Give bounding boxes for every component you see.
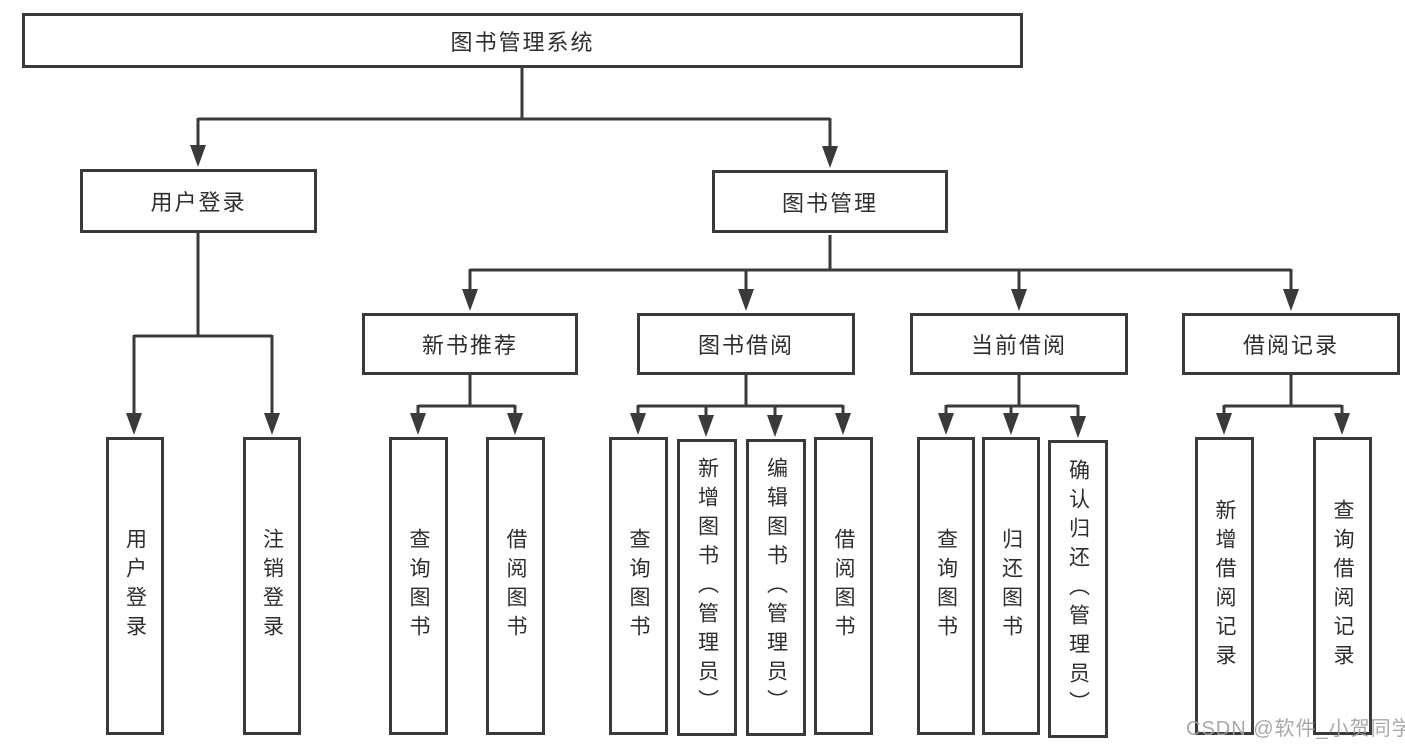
leaf-cb-return-books-label: 归还图书 bbox=[999, 528, 1023, 644]
arrow-to-borrow-records bbox=[1283, 289, 1299, 311]
connector-current-borrow-children bbox=[944, 375, 1080, 416]
arrow-to-user-login bbox=[190, 145, 206, 167]
connector-book-borrow-children bbox=[636, 375, 845, 416]
arrow-bb-leaf-1 bbox=[630, 413, 646, 435]
arrow-br-leaf-2 bbox=[1334, 413, 1350, 435]
leaf-nb-query-books-label: 查询图书 bbox=[407, 528, 430, 644]
leaf-user-login: 用户登录 bbox=[106, 437, 164, 735]
leaf-cb-query-books: 查询图书 bbox=[917, 437, 975, 735]
node-new-book-recommend: 新书推荐 bbox=[362, 313, 578, 375]
node-book-management-label: 图书管理 bbox=[781, 190, 878, 216]
leaf-br-add-record: 新增借阅记录 bbox=[1195, 437, 1254, 735]
arrow-bb-leaf-2 bbox=[698, 415, 714, 437]
arrow-to-current-borrow bbox=[1011, 289, 1027, 311]
connector-user-login-children bbox=[132, 233, 274, 416]
node-root-label: 图书管理系统 bbox=[450, 29, 595, 55]
leaf-bb-add-books-admin-label: 新增图书（管理员） bbox=[695, 457, 719, 718]
leaf-bb-borrow-books: 借阅图书 bbox=[814, 437, 873, 735]
leaf-cb-confirm-return-admin: 确认归还（管理员） bbox=[1048, 440, 1108, 738]
connector-root-to-level2 bbox=[196, 68, 832, 147]
arrow-cb-leaf-2 bbox=[1003, 413, 1019, 435]
leaf-bb-add-books-admin: 新增图书（管理员） bbox=[677, 439, 737, 736]
node-book-borrow-label: 图书借阅 bbox=[697, 333, 794, 358]
leaf-user-login-label: 用户登录 bbox=[123, 528, 147, 644]
node-user-login-label: 用户登录 bbox=[150, 190, 247, 215]
arrowheads bbox=[126, 145, 1350, 438]
arrow-to-book-borrow bbox=[738, 289, 754, 311]
node-borrow-records: 借阅记录 bbox=[1182, 313, 1400, 375]
arrow-to-leaf-user-login bbox=[126, 413, 142, 435]
node-current-borrow: 当前借阅 bbox=[910, 313, 1128, 375]
leaf-logout-label: 注销登录 bbox=[260, 528, 284, 644]
node-root: 图书管理系统 bbox=[22, 13, 1023, 68]
arrow-to-book-management bbox=[822, 146, 838, 168]
node-user-login: 用户登录 bbox=[80, 169, 317, 233]
leaf-cb-confirm-return-admin-label: 确认归还（管理员） bbox=[1066, 458, 1090, 720]
arrow-to-new-book-recommend bbox=[462, 289, 478, 311]
node-book-management: 图书管理 bbox=[712, 170, 948, 233]
leaf-bb-borrow-books-label: 借阅图书 bbox=[832, 528, 855, 644]
leaf-bb-edit-books-admin-label: 编辑图书（管理员） bbox=[764, 457, 788, 718]
leaf-nb-query-books: 查询图书 bbox=[389, 437, 448, 735]
leaf-logout: 注销登录 bbox=[243, 437, 301, 735]
leaf-nb-borrow-books: 借阅图书 bbox=[486, 437, 545, 735]
leaf-bb-query-books: 查询图书 bbox=[609, 437, 668, 735]
leaf-bb-query-books-label: 查询图书 bbox=[627, 528, 650, 644]
node-borrow-records-label: 借阅记录 bbox=[1242, 333, 1339, 358]
node-book-borrow: 图书借阅 bbox=[637, 313, 855, 375]
arrow-cb-leaf-3 bbox=[1070, 416, 1086, 438]
connector-borrow-records-children bbox=[1222, 375, 1344, 416]
arrow-bb-leaf-3 bbox=[767, 415, 783, 437]
arrow-nb-leaf-2 bbox=[507, 413, 523, 435]
arrow-br-leaf-1 bbox=[1216, 413, 1232, 435]
leaf-cb-return-books: 归还图书 bbox=[982, 437, 1040, 735]
leaf-br-query-record: 查询借阅记录 bbox=[1313, 437, 1372, 735]
node-new-book-recommend-label: 新书推荐 bbox=[421, 333, 518, 358]
node-current-borrow-label: 当前借阅 bbox=[970, 333, 1067, 358]
leaf-cb-query-books-label: 查询图书 bbox=[934, 528, 958, 644]
connector-new-book-children bbox=[416, 375, 517, 416]
arrow-cb-leaf-1 bbox=[938, 413, 954, 435]
leaf-br-query-record-label: 查询借阅记录 bbox=[1331, 499, 1354, 673]
arrow-nb-leaf-1 bbox=[410, 413, 426, 435]
csdn-watermark: CSDN @软件_小贺同学 bbox=[1186, 718, 1405, 740]
leaf-bb-edit-books-admin: 编辑图书（管理员） bbox=[746, 439, 806, 736]
leaf-br-add-record-label: 新增借阅记录 bbox=[1213, 499, 1236, 673]
leaf-nb-borrow-books-label: 借阅图书 bbox=[504, 528, 527, 644]
arrow-to-leaf-logout bbox=[264, 413, 280, 435]
arrow-bb-leaf-4 bbox=[835, 413, 851, 435]
connector-book-management-children bbox=[468, 235, 1293, 292]
